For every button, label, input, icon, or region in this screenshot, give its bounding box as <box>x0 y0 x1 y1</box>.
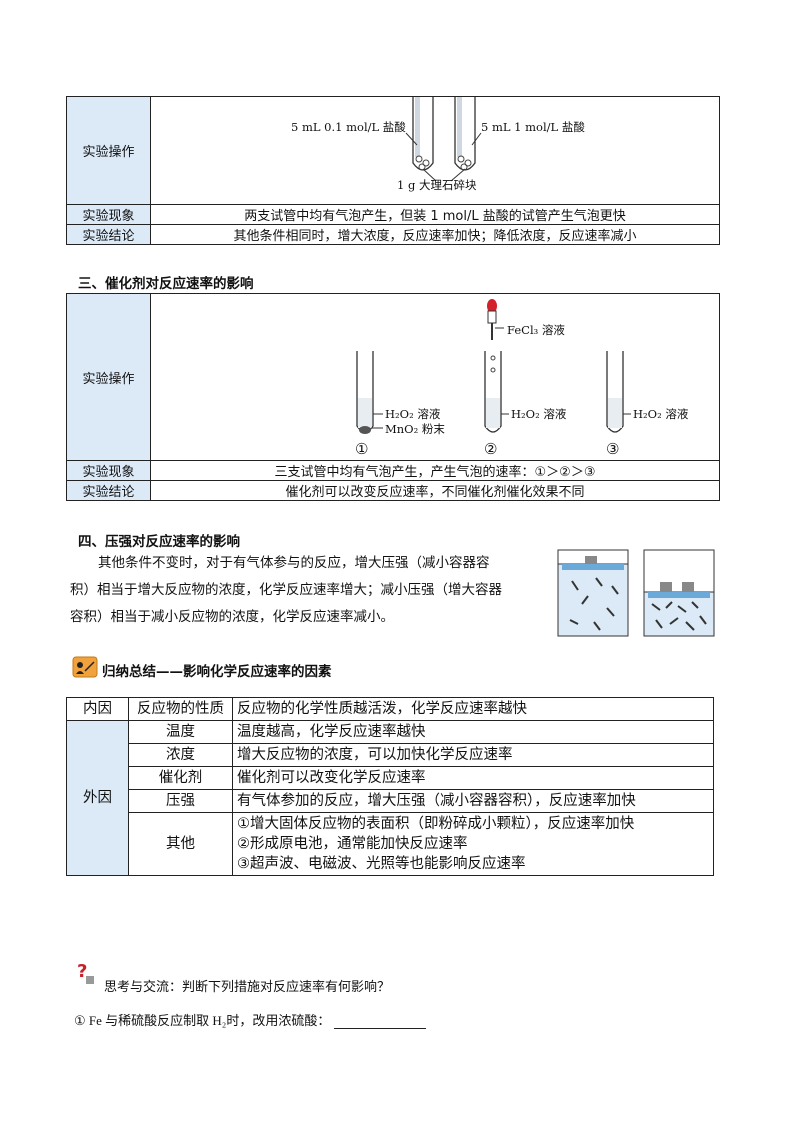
tube-number-3: ③ <box>606 440 620 458</box>
dropper-icon <box>487 299 504 340</box>
phenomenon-label: 实验现象 <box>66 460 151 481</box>
summary-teacher-icon <box>72 656 98 678</box>
h2o2-label-3: H₂O₂ 溶液 <box>633 407 689 421</box>
h2o2-label-2: H₂O₂ 溶液 <box>511 407 567 421</box>
test-tubes-hcl-figure <box>405 97 482 182</box>
desc-cell: 有气体参加的反应，增大压强（减小容器容积），反应速率加快 <box>232 789 714 813</box>
hcl-dilute-label: 5 mL 0.1 mol/L 盐酸 <box>291 120 406 134</box>
conclusion-text: 其他条件相同时，增大浓度，反应速率加快；降低浓度，反应速率减小 <box>150 224 720 245</box>
factor-cell: 温度 <box>128 720 233 744</box>
inner-factor-label: 内因 <box>66 697 129 721</box>
conclusion-label: 实验结论 <box>66 224 151 245</box>
section3-title: 三、催化剂对反应速率的影响 <box>78 276 254 292</box>
test-tube-left <box>412 97 434 171</box>
answer-blank-1[interactable] <box>333 1014 426 1029</box>
fecl3-label: FeCl₃ 溶液 <box>507 323 565 337</box>
conclusion-text: 催化剂可以改变反应速率，不同催化剂催化效果不同 <box>150 480 720 501</box>
phenomenon-text: 三支试管中均有气泡产生，产生气泡的速率：①＞②＞③ <box>150 460 720 481</box>
operation-label: 实验操作 <box>66 293 151 461</box>
factor-cell: 浓度 <box>128 743 233 767</box>
operation-label: 实验操作 <box>66 96 151 205</box>
factor-cell: 压强 <box>128 789 233 813</box>
test-tube-3 <box>606 351 624 433</box>
section4-title: 四、压强对反应速率的影响 <box>78 534 240 550</box>
hcl-concentrated-label: 5 mL 1 mol/L 盐酸 <box>481 120 585 134</box>
pressure-line-1: 其他条件不变时，对于有气体参与的反应，增大压强（减小容器容 <box>98 555 490 571</box>
question-1: ① Fe 与稀硫酸反应制取 H₂时，改用浓硫酸： <box>74 1010 426 1029</box>
other-item-1: ①增大固体反应物的表面积（即粉碎成小颗粒），反应速率加快 <box>237 816 635 832</box>
question-icon: ? <box>77 961 94 984</box>
desc-cell: 反应物的化学性质越活泼，化学反应速率越快 <box>232 697 714 721</box>
concentration-experiment-table: 实验操作 <box>66 96 720 245</box>
question-1-text: ① Fe 与稀硫酸反应制取 H₂时，改用浓硫酸： <box>74 1013 331 1028</box>
test-tube-right <box>454 97 476 171</box>
tube-number-1: ① <box>355 440 369 458</box>
h2o2-label-1: H₂O₂ 溶液 <box>385 407 441 421</box>
think-title: 思考与交流：判断下列措施对反应速率有何影响？ <box>104 979 391 994</box>
summary-table: 内因 反应物的性质 反应物的化学性质越活泼，化学反应速率越快 外因 温度 温度越… <box>66 697 714 876</box>
catalyst-experiment-table: 实验操作 <box>66 293 720 501</box>
catalyst-tubes-figure <box>356 299 631 434</box>
summary-title: 归纳总结——影响化学反应速率的因素 <box>102 664 332 680</box>
test-tube-1 <box>356 351 374 434</box>
desc-cell: 温度越高，化学反应速率越快 <box>232 720 714 744</box>
outer-factor-label: 外因 <box>66 720 129 876</box>
factor-cell: 其他 <box>128 812 233 876</box>
other-item-3: ③超声波、电磁波、光照等也能影响反应速率 <box>237 856 526 872</box>
test-tube-2 <box>484 351 502 433</box>
phenomenon-text: 两支试管中均有气泡产生，但装 1 mol/L 盐酸的试管产生气泡更快 <box>150 204 720 225</box>
desc-cell-multi: ①增大固体反应物的表面积（即粉碎成小颗粒），反应速率加快 ②形成原电池，通常能加… <box>232 812 714 876</box>
operation-figure-cell: FeCl₃ 溶液 H₂O₂ 溶液 MnO₂ 粉末 H₂O₂ 溶液 H₂O₂ 溶液… <box>150 293 720 461</box>
tube-number-2: ② <box>484 440 498 458</box>
pressure-line-2: 积）相当于增大反应物的浓度，化学反应速率增大；减小压强（增大容器 <box>70 582 502 598</box>
factor-cell: 催化剂 <box>128 766 233 790</box>
mno2-label: MnO₂ 粉末 <box>385 422 445 436</box>
svg-text:?: ? <box>77 961 87 982</box>
container-large-volume <box>557 549 629 637</box>
pressure-paragraph: 其他条件不变时，对于有气体参与的反应，增大压强（减小容器容 积）相当于增大反应物… <box>70 550 550 631</box>
pressure-containers-figure <box>557 549 715 637</box>
conclusion-label: 实验结论 <box>66 480 151 501</box>
pressure-line-3: 容积）相当于减小反应物的浓度，化学反应速率减小。 <box>70 609 394 625</box>
desc-cell: 增大反应物的浓度，可以加快化学反应速率 <box>232 743 714 767</box>
container-small-volume <box>643 549 715 637</box>
desc-cell: 催化剂可以改变化学反应速率 <box>232 766 714 790</box>
phenomenon-label: 实验现象 <box>66 204 151 225</box>
marble-label: 1 g 大理石碎块 <box>397 178 477 192</box>
operation-figure-cell: 5 mL 0.1 mol/L 盐酸 5 mL 1 mol/L 盐酸 1 g 大理… <box>150 96 720 205</box>
other-item-2: ②形成原电池，通常能加快反应速率 <box>237 836 468 852</box>
factor-cell: 反应物的性质 <box>128 697 233 721</box>
